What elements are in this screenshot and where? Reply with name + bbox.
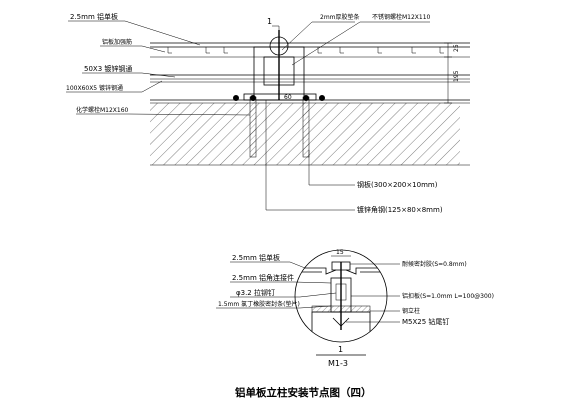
detail-dim-15: 15: [336, 249, 344, 256]
label-steel-plate: 钢板(300×200×10mm): [357, 180, 438, 189]
detail-label-screw: M5X25 钻尾钉: [402, 317, 449, 326]
detail-label-bolt: 铝扣板(S=1.0mm L=100@300): [402, 292, 494, 300]
left-leaders: [66, 20, 251, 116]
dim-25: 25: [453, 44, 460, 52]
detail-right-leaders: [346, 263, 400, 323]
top-callout-number: 1: [267, 17, 272, 26]
marker-top: 1: [338, 345, 343, 354]
detail-label-panel: 2.5mm 铝单板: [232, 253, 280, 262]
marker-bottom: M1-3: [328, 359, 348, 368]
label-panel: 2.5mm 铝单板: [70, 12, 118, 21]
dim-195: 195: [453, 70, 460, 82]
label-foam-pad: 2mm厚胶垫条: [320, 13, 360, 21]
label-angle: 镀锌角钢(125×80×8mm): [357, 205, 443, 214]
top-section: 25 195 60 1 2.5mm 铝单板 铝板加强筋 50X3 镀锌钢通 10…: [66, 12, 470, 214]
detail-left-leaders: [216, 261, 337, 309]
stiffener-marks: [167, 47, 444, 54]
label-steel-channel: 100X60X5 镀锌钢通: [66, 84, 123, 92]
right-leaders: [265, 21, 430, 211]
vertical-dimensions: 25 195: [444, 42, 460, 104]
detail-label-connector: 2.5mm 铝角连接件: [232, 273, 294, 282]
label-steel-tube: 50X3 镀锌钢通: [84, 64, 132, 73]
drawing-title: 铝单板立柱安装节点图（四）: [235, 386, 372, 399]
anchor-bolts: [233, 95, 325, 158]
detail-label-channel: 钢立柱: [402, 307, 420, 315]
label-bolt: 不锈钢螺栓M12X110: [372, 13, 431, 21]
label-chem-anchor: 化学螺栓M12X160: [76, 106, 129, 114]
detail-label-sealant: 1.5mm 氯丁橡胶密封条(垫片): [218, 300, 300, 308]
detail-label-rivet: φ3.2 拉铆钉: [236, 288, 275, 297]
center-post: [243, 25, 317, 101]
label-stiffener: 铝板加强筋: [102, 38, 132, 46]
detail-section: 15 1 M1-3 2.5mm 铝单板 2.5mm 铝角连接件 φ3.2 拉铆钉…: [216, 249, 494, 368]
dim-60: 60: [284, 94, 292, 101]
detail-label-seal: 耐候密封胶(S=0.8mm): [402, 260, 467, 268]
